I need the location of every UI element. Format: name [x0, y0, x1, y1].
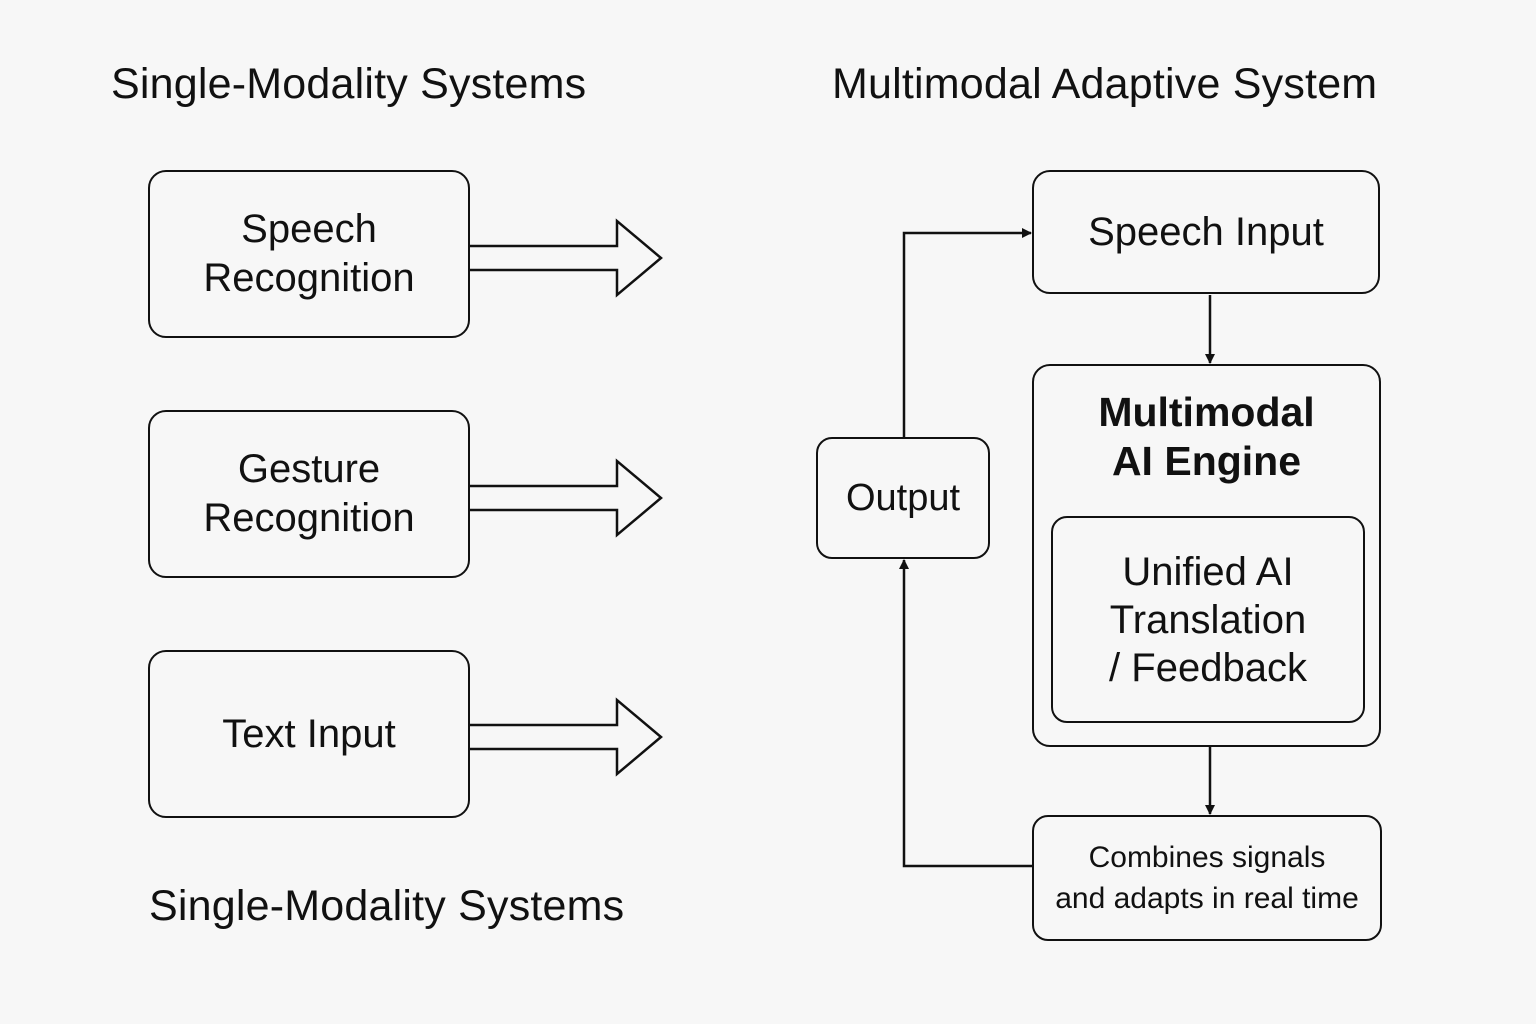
adapt-note-label: Combines signals and adapts in real time	[1055, 841, 1359, 915]
engine-title: Multimodal AI Engine	[1098, 389, 1315, 484]
adapt-note-box: Combines signals and adapts in real time	[1032, 815, 1382, 941]
left-panel-title: Single-Modality Systems	[111, 60, 587, 108]
text-input-box: Text Input	[148, 650, 470, 818]
output-box: Output	[816, 437, 990, 559]
gesture-recognition-box: Gesture Recognition	[148, 410, 470, 578]
right-panel-title: Multimodal Adaptive System	[832, 60, 1378, 108]
speech-arrow-icon	[470, 218, 663, 298]
output-to-speech-connector	[902, 228, 1032, 437]
speech-recognition-label: Speech Recognition	[203, 207, 415, 300]
text-input-label: Text Input	[222, 711, 396, 756]
speech-input-label: Speech Input	[1088, 209, 1324, 254]
speech-recognition-box: Speech Recognition	[148, 170, 470, 338]
gesture-recognition-label: Gesture Recognition	[203, 447, 415, 540]
gesture-arrow-icon	[470, 458, 663, 538]
multimodal-engine-box: Multimodal AI Engine Unified AI Translat…	[1032, 364, 1381, 747]
speech-input-box: Speech Input	[1032, 170, 1380, 294]
text-arrow-icon	[470, 697, 663, 777]
output-label: Output	[845, 476, 961, 519]
left-panel-footer: Single-Modality Systems	[149, 882, 625, 930]
unified-translation-label: Unified AI Translation / Feedback	[1109, 549, 1307, 690]
unified-translation-box: Unified AI Translation / Feedback	[1051, 516, 1365, 723]
note-to-output-connector	[899, 559, 1032, 868]
